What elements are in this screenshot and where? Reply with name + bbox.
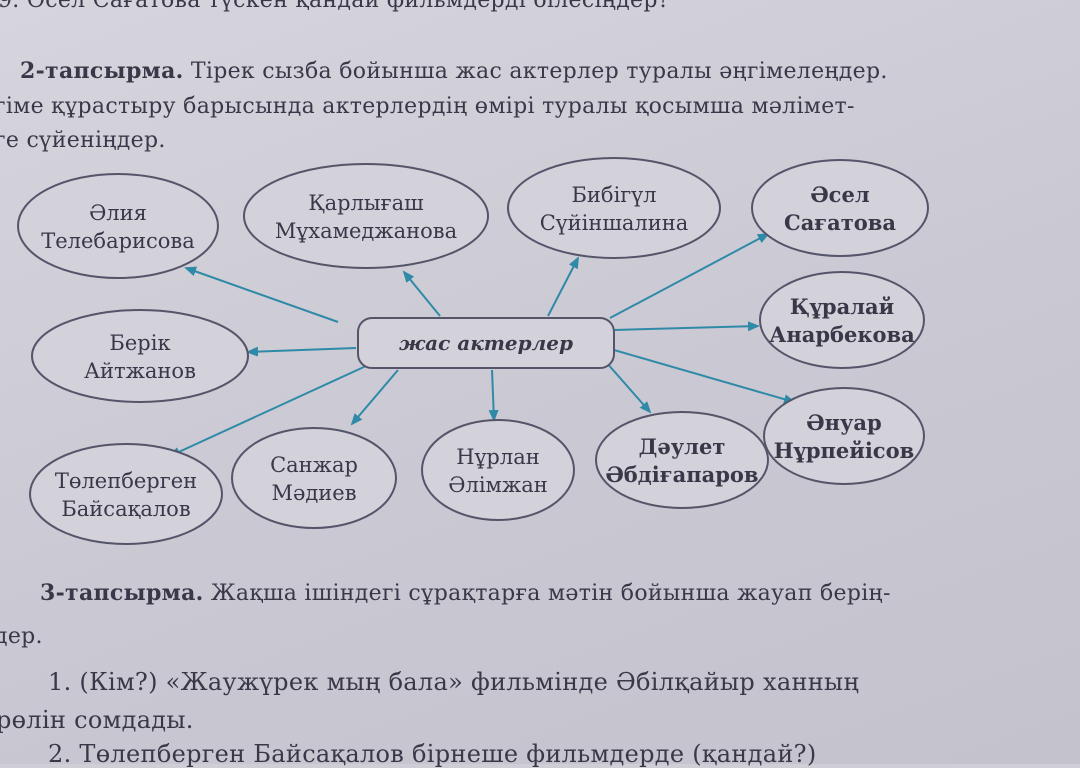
actor-first-name: Әнуар [806, 410, 881, 435]
actor-last-name: Айтжанов [84, 359, 196, 383]
actor-node-ellipse [751, 159, 929, 257]
connector-arrow [488, 369, 499, 422]
actor-last-name: Телебарисова [41, 229, 195, 253]
connector-arrow [609, 233, 770, 319]
task3-line2: дер. [0, 624, 43, 649]
task2-text1: Тірек сызба бойынша жас актерлер туралы … [190, 59, 888, 84]
actor-node-ellipse [421, 419, 575, 521]
question-2-line1: 2. Төлепберген Байсақалов бірнеше фильмд… [48, 740, 817, 768]
actor-last-name: Сүйіншалина [540, 211, 689, 235]
actor-first-name: Дәулет [639, 434, 726, 459]
task3-line1: 3-тапсырма. Жақша ішіндегі сұрақтарға мә… [40, 580, 891, 606]
actor-first-name: Төлепберген [55, 469, 197, 493]
actor-first-name: Әсел [810, 182, 869, 207]
actor-last-name: Әлімжан [448, 473, 547, 497]
actor-first-name: Құралай [790, 294, 894, 319]
actor-first-name: Санжар [270, 453, 358, 477]
actor-node-ellipse [595, 411, 769, 509]
connector-arrow [547, 256, 579, 317]
task2-label: 2-тапсырма. [20, 58, 184, 84]
actor-last-name: Байсақалов [61, 497, 190, 521]
actor-first-name: Әлия [89, 201, 147, 225]
actor-first-name: Берік [109, 331, 170, 355]
task3-label: 3-тапсырма. [40, 580, 204, 606]
task2-line3: ге сүйеніңдер. [0, 128, 166, 153]
connector-arrow [168, 365, 367, 457]
actor-node-ellipse [17, 173, 219, 279]
actor-node-ellipse [507, 157, 721, 259]
task2-line1: 2-тапсырма. Тірек сызба бойынша жас акте… [20, 58, 888, 84]
connector-arrow [246, 346, 357, 357]
actor-first-name: Нұрлан [456, 445, 539, 469]
connector-arrow [613, 321, 760, 332]
actor-first-name: Қарлығаш [308, 191, 423, 215]
connector-arrow [350, 369, 399, 426]
actor-node-ellipse [31, 309, 249, 403]
task3-text1: Жақша ішіндегі сұрақтарға мәтін бойынша … [210, 581, 891, 606]
center-node: жас актерлер [357, 317, 615, 369]
actor-last-name: Мұхамеджанова [275, 219, 457, 243]
actor-node-ellipse [231, 427, 397, 529]
actor-node-ellipse [759, 271, 925, 369]
question-1-line2: рөлін сомдады. [0, 706, 194, 734]
connector-arrow [402, 270, 441, 317]
actor-last-name: Әбдіғапаров [605, 462, 758, 487]
task2-line2: гіме құрастыру барысында актерлердің өмі… [0, 94, 855, 119]
connector-arrow [184, 266, 339, 323]
connector-arrow [613, 349, 796, 405]
actor-node-ellipse [29, 443, 223, 545]
actor-first-name: Бибігүл [572, 183, 657, 207]
connector-arrow [605, 361, 652, 414]
actor-last-name: Мәдиев [271, 481, 356, 505]
actor-node-ellipse [243, 163, 489, 269]
actor-last-name: Нұрпейісов [774, 438, 914, 463]
question-9: 9. Әсел Сағатова түскен қандай фильмдерд… [0, 0, 670, 13]
actor-last-name: Сағатова [784, 210, 896, 235]
actor-node-ellipse [763, 387, 925, 485]
actor-last-name: Анарбекова [769, 322, 915, 347]
question-1-line1: 1. (Кім?) «Жаужүрек мың бала» фильмінде … [48, 668, 860, 696]
center-node-label: жас актерлер [399, 331, 573, 355]
